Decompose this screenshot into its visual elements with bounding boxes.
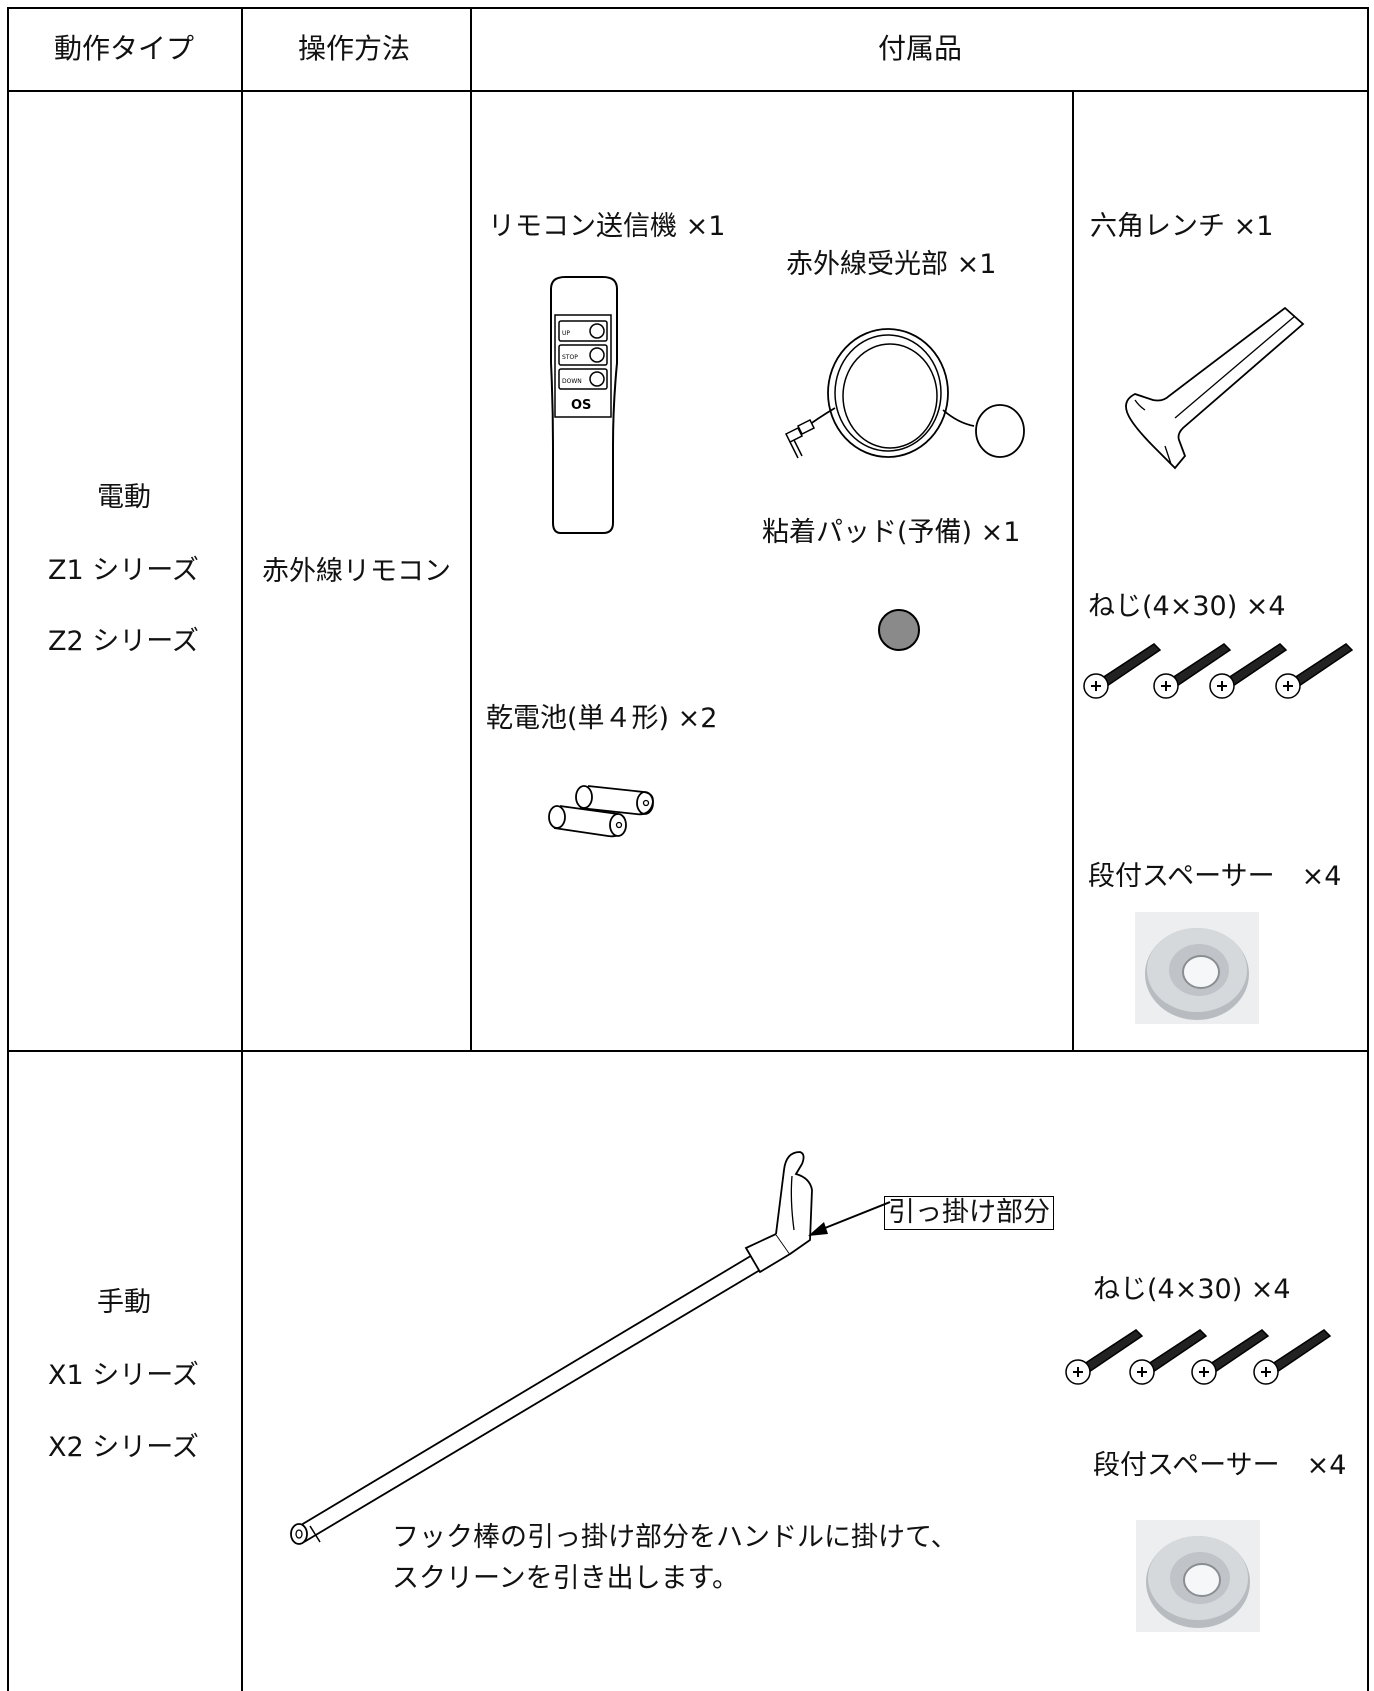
adhesive-pad-icon [878,609,920,651]
pad-label: 粘着パッド(予備) ×1 [762,517,1021,548]
spacer-label: 段付スペーサー ×4 [1088,861,1342,892]
remote-button-down: DOWN [562,378,582,385]
table-border-left [7,7,9,1691]
ir-receiver-icon [784,328,1025,459]
col-divider-1 [241,7,243,1691]
hook-arrow-icon [808,1201,891,1236]
hex-wrench-icon [1125,306,1305,470]
battery-label: 乾電池(単４形) ×2 [486,703,718,734]
header-method: 操作方法 [298,32,411,65]
row-divider [7,1050,1369,1052]
row2-screws-label: ねじ(4×30) ×4 [1093,1274,1291,1305]
table-border-right [1367,7,1369,1691]
instruction-line1: フック棒の引っ掛け部分をハンドルに掛けて、 [392,1522,958,1553]
row2-screws-icon [1065,1329,1332,1385]
screws-icon [1083,643,1354,699]
header-accessories: 付属品 [878,32,963,65]
header-type: 動作タイプ [54,32,195,65]
remote-label: リモコン送信機 ×1 [488,211,726,242]
spacer-photo [1135,912,1259,1024]
row2-type-line1: 手動 [97,1287,151,1318]
col-divider-2 [470,7,472,1052]
wrench-label: 六角レンチ ×1 [1090,211,1274,242]
hook-part-label: 引っ掛け部分 [884,1196,1054,1231]
row1-type-line2: Z1 シリーズ [48,555,199,586]
row1-method: 赤外線リモコン [262,556,451,587]
receiver-label: 赤外線受光部 ×1 [786,249,997,280]
row2-type-line3: X2 シリーズ [48,1432,199,1463]
row1-type-line3: Z2 シリーズ [48,626,199,657]
header-bottom-line [7,90,1369,92]
remote-button-up: UP [562,330,570,337]
remote-button-stop: STOP [562,354,578,361]
col-divider-3 [1072,91,1074,1052]
instruction-line2: スクリーンを引き出します。 [392,1563,739,1594]
row1-type-line1: 電動 [97,482,151,513]
row2-spacer-label: 段付スペーサー ×4 [1093,1450,1347,1481]
hook-pole-icon [290,1151,813,1545]
table-border-top [7,7,1369,9]
remote-control-icon: UP STOP DOWN OS [550,276,618,534]
remote-logo: OS [571,398,591,413]
row2-spacer-photo [1136,1520,1260,1632]
battery-icon [548,785,654,838]
screws-label: ねじ(4×30) ×4 [1088,591,1286,622]
row2-type-line2: X1 シリーズ [48,1360,199,1391]
